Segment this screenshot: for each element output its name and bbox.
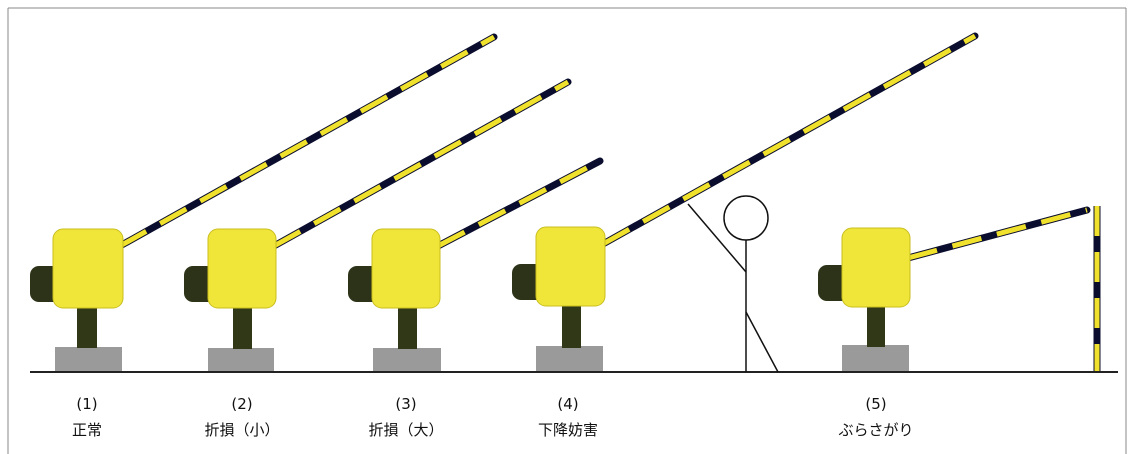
barrier-post <box>77 306 97 348</box>
barrier-post <box>867 307 885 347</box>
scenario-number: (1) <box>76 395 98 413</box>
scenario-label-2: (2) 折損（小） <box>172 394 312 440</box>
scenario-number: (2) <box>231 395 253 413</box>
barrier-post <box>398 306 417 349</box>
gate-small-breakage <box>184 78 572 371</box>
barrier-housing <box>371 228 441 309</box>
scenario-name: 折損（大） <box>368 421 444 439</box>
stick-figure-person <box>687 195 779 373</box>
barrier-base <box>373 348 441 371</box>
scenario-label-4: (4) 下降妨害 <box>498 394 638 440</box>
barrier-base <box>208 348 274 371</box>
scenario-number: (5) <box>865 395 887 413</box>
scenario-label-5: (5) ぶらさがり <box>806 394 946 440</box>
barrier-post <box>562 306 581 348</box>
barrier-housing <box>841 227 911 308</box>
gate-hanging <box>818 206 1101 371</box>
barrier-base <box>536 346 603 371</box>
scenario-name: 折損（小） <box>204 421 280 439</box>
scenario-label-3: (3) 折損（大） <box>336 394 476 440</box>
gate-normal <box>30 33 498 371</box>
person-arm <box>687 203 747 273</box>
barrier-post <box>233 306 252 349</box>
boom-arm-stripes <box>272 79 570 249</box>
boom-arm-stripes <box>436 158 602 249</box>
boom-arm-stripes <box>907 207 1088 261</box>
boom-arm-stripes <box>118 34 496 249</box>
gate-obstructed <box>512 32 979 371</box>
barrier-base <box>55 347 122 371</box>
barrier-housing <box>207 228 277 309</box>
person-leg <box>745 311 779 373</box>
scenario-name: 正常 <box>71 421 102 439</box>
barrier-base <box>842 345 909 371</box>
barrier-housing <box>52 228 124 309</box>
barrier-housing <box>535 226 606 307</box>
scenario-name: 下降妨害 <box>537 421 598 439</box>
scenario-label-1: (1) 正常 <box>17 394 157 440</box>
gate-large-breakage <box>348 157 604 371</box>
person-head <box>723 195 769 241</box>
boom-arm-stripes <box>601 33 977 247</box>
scenario-name: ぶらさがり <box>838 421 914 439</box>
scenario-number: (3) <box>395 395 417 413</box>
scenario-number: (4) <box>557 395 579 413</box>
